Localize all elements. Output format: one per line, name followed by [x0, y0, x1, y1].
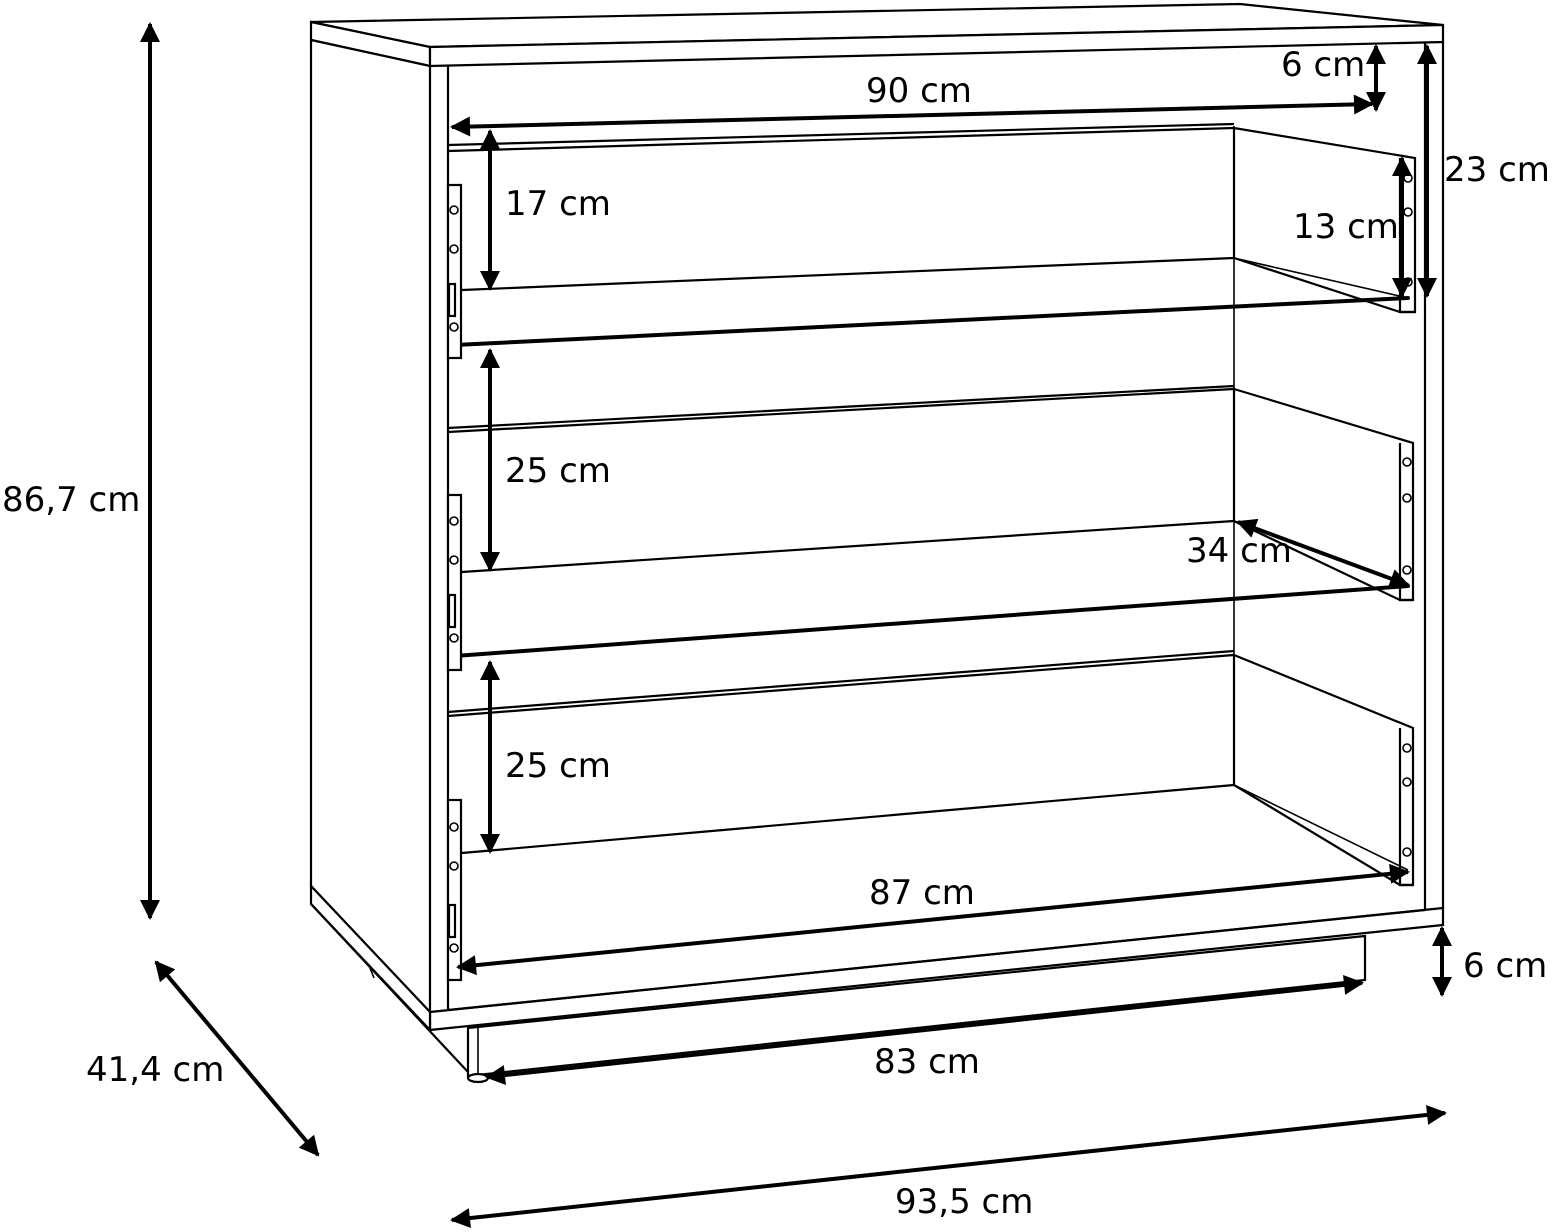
drawer-bottom-right-side — [1232, 653, 1415, 887]
drawer-middle — [446, 384, 1415, 672]
label-top-drawer-height: 17 cm — [505, 184, 611, 224]
plinth-width-arrow — [485, 974, 1364, 1086]
label-drawer-front-height: 23 cm — [1444, 150, 1550, 190]
label-top-gap: 6 cm — [1281, 45, 1365, 85]
label-middle-drawer-height: 25 cm — [505, 451, 611, 491]
width-dimension-arrow — [450, 1104, 1447, 1229]
label-plinth-width: 83 cm — [874, 1042, 980, 1082]
drawer-depth-arrow — [1236, 518, 1410, 589]
drawer-bottom — [446, 649, 1415, 982]
label-drawer-inner-width: 87 cm — [869, 873, 975, 913]
label-inner-width: 90 cm — [866, 71, 972, 111]
label-overall-width: 93,5 cm — [895, 1182, 1033, 1222]
label-drawer-depth: 34 cm — [1186, 531, 1292, 571]
label-drawer-side-height: 13 cm — [1293, 207, 1399, 247]
depth-dimension-arrow — [154, 960, 320, 1157]
dimension-labels: 86,7 cm 41,4 cm 93,5 cm 83 cm 90 cm 6 cm… — [2, 45, 1550, 1222]
inner-width-arrow — [450, 94, 1374, 137]
left-side-panel — [309, 38, 432, 1015]
drawer-inner-width-arrow — [456, 863, 1410, 976]
label-overall-height: 86,7 cm — [2, 480, 140, 520]
label-overall-depth: 41,4 cm — [86, 1050, 224, 1090]
foot — [466, 1072, 490, 1084]
dimension-lines — [140, 21, 1452, 1229]
label-plinth-height: 6 cm — [1463, 946, 1547, 986]
label-bottom-drawer-height: 25 cm — [505, 746, 611, 786]
drawer-top — [446, 122, 1417, 360]
